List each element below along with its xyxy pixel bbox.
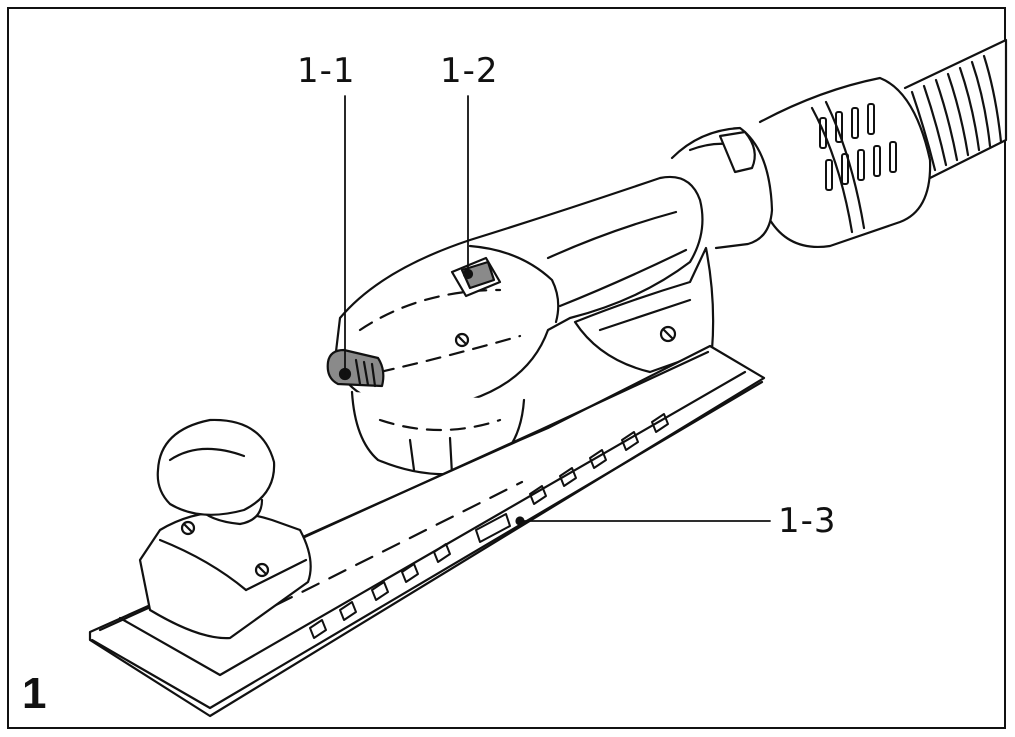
sanding-pad [88,344,766,718]
callout-sanding-pad: 1-3 [778,501,837,541]
leader-lines [344,95,771,522]
callout-switch: 1-2 [440,51,499,91]
figure-number: 1 [22,669,47,718]
pad-vent-slots [309,413,669,639]
rear-bracket [573,246,715,374]
on-off-switch [450,256,502,298]
front-knob [138,418,312,640]
callout-speed-wheel: 1-1 [297,51,356,91]
connector-grip-slots [819,103,897,191]
extraction-hose [903,38,1008,180]
hose-connector [670,76,932,250]
